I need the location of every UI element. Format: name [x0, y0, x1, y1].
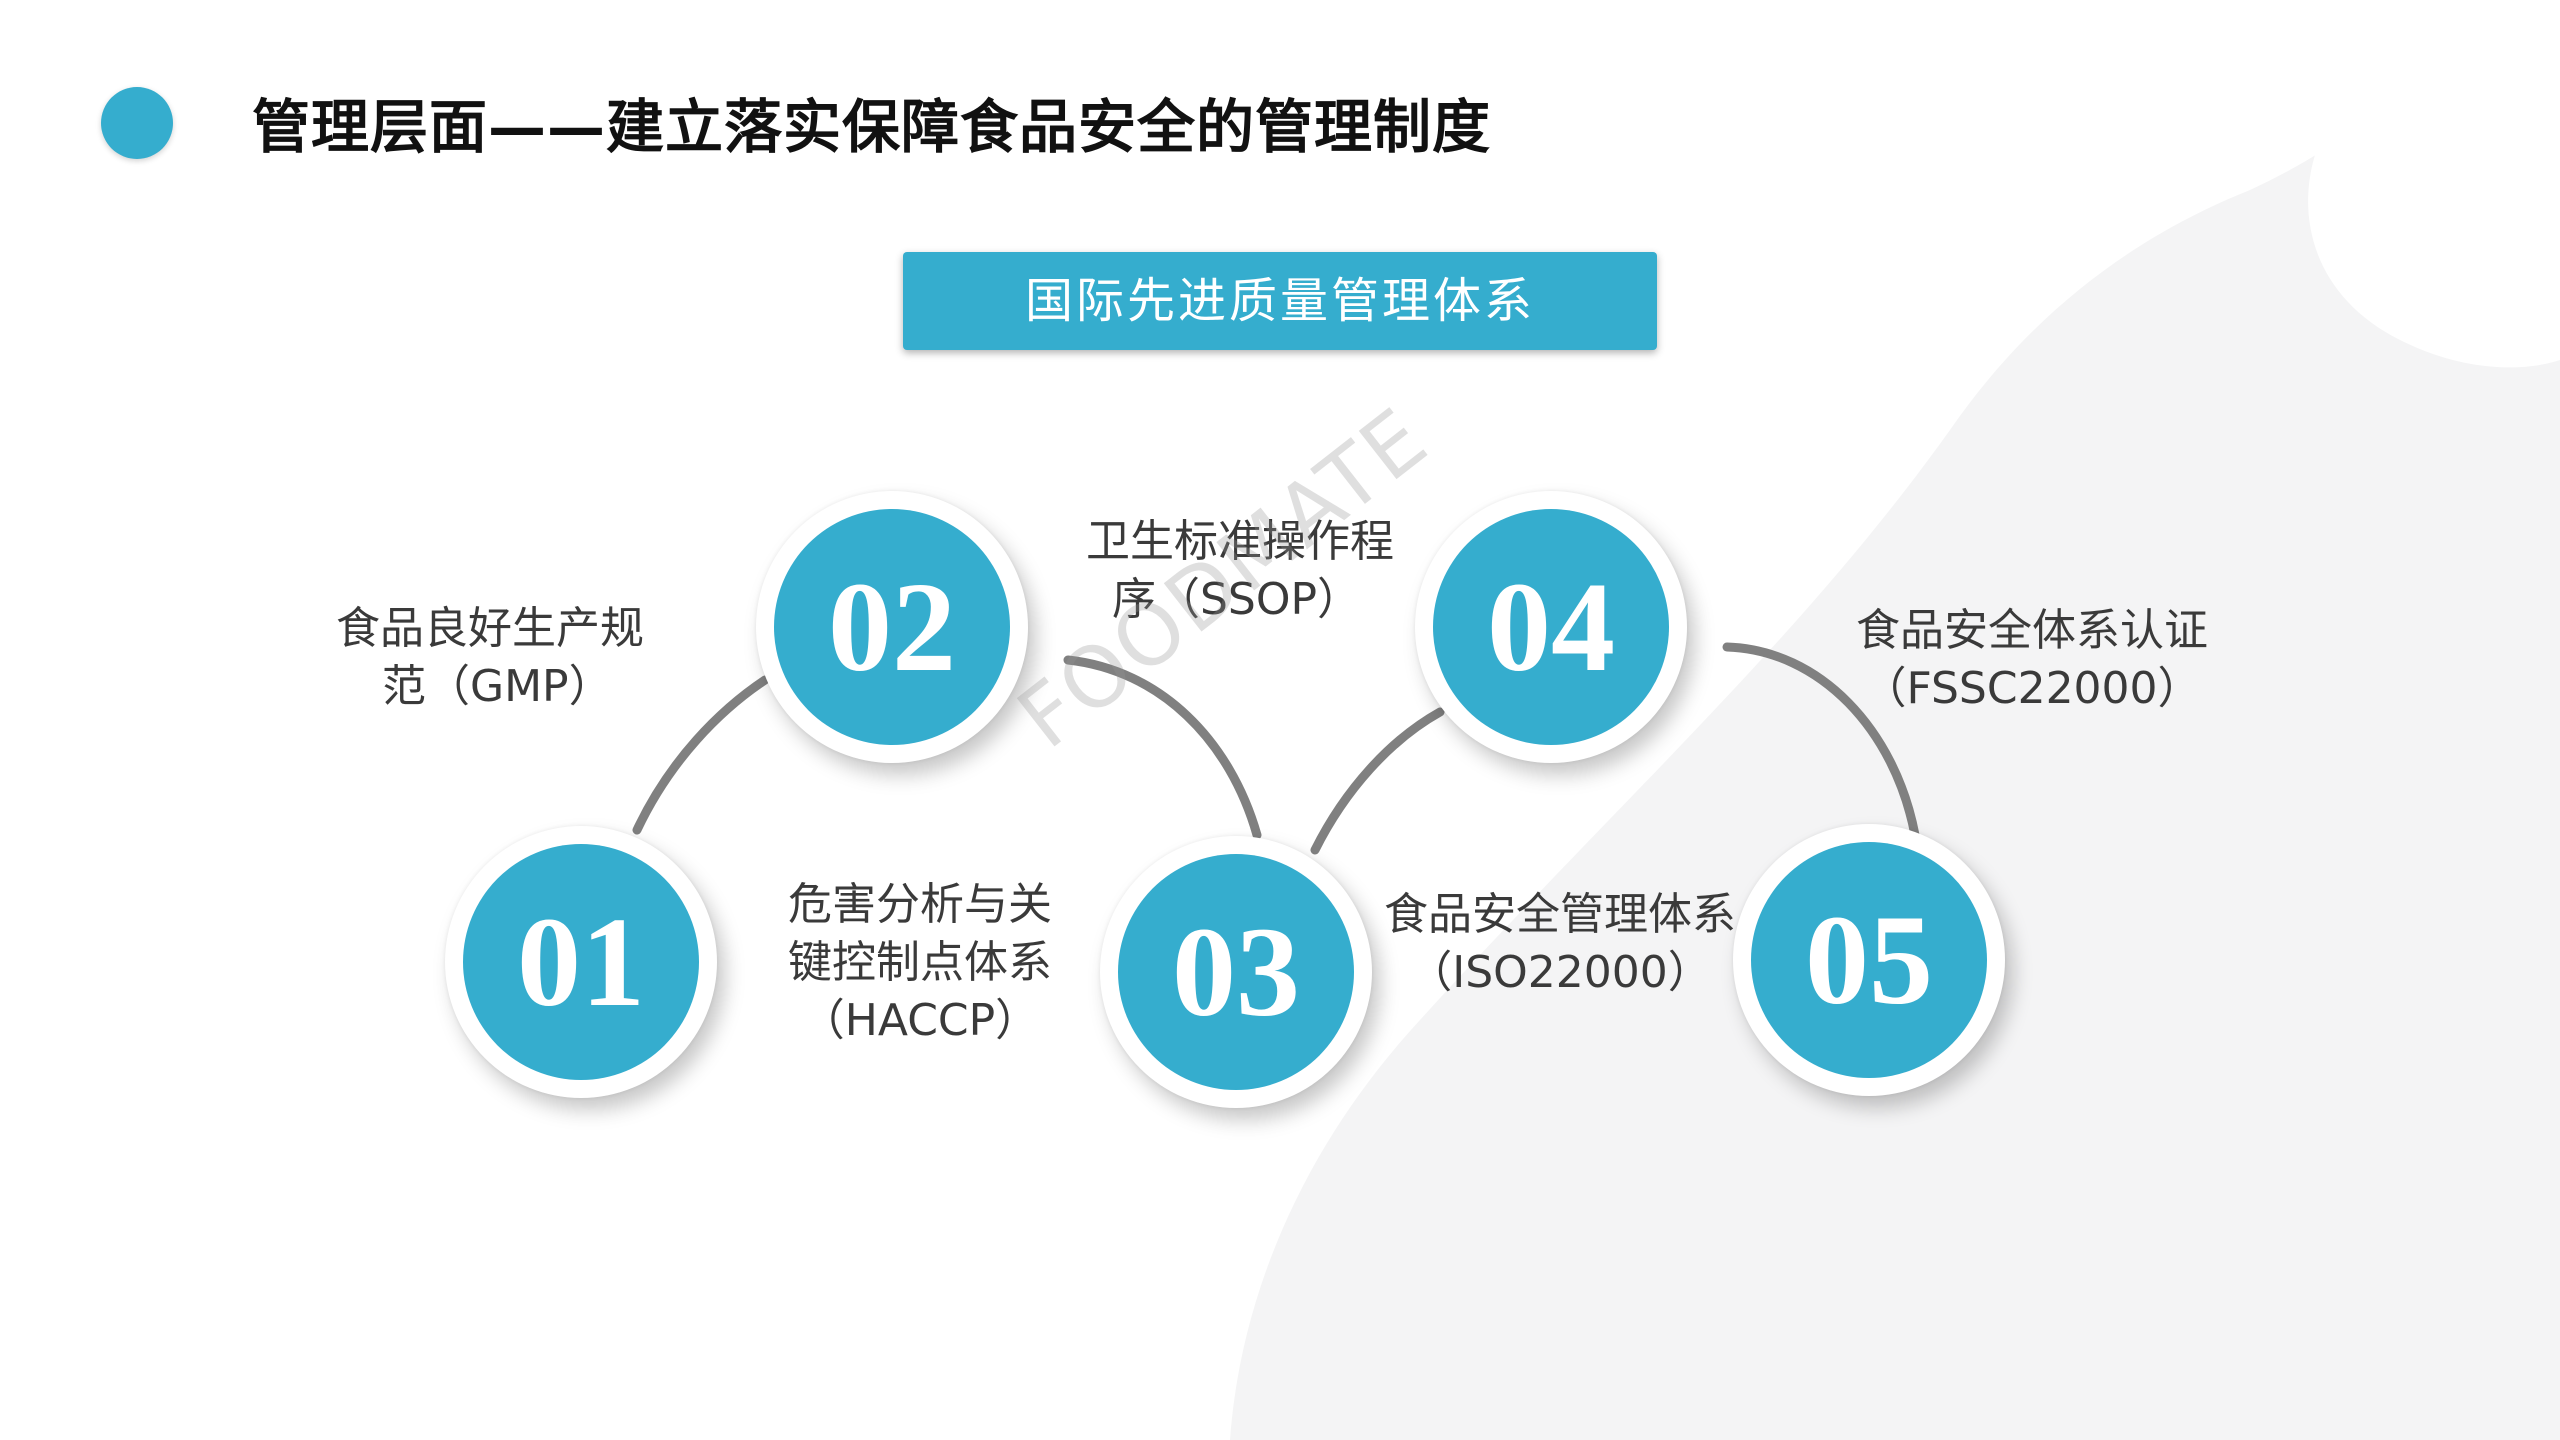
step-disc-01: 01	[463, 844, 699, 1080]
step-number-01: 01	[517, 891, 645, 1033]
connector-03-04	[1310, 707, 1445, 855]
label-line: （FSSC22000）	[1862, 663, 2202, 714]
step-label-ssop: 卫生标准操作程 序（SSOP）	[1060, 513, 1420, 629]
label-line: 食品良好生产规	[336, 603, 644, 654]
label-line: 范（GMP）	[382, 661, 613, 712]
step-number-02: 02	[828, 556, 956, 698]
label-line: 食品安全体系认证	[1856, 605, 2208, 656]
step-label-iso22000: 食品安全管理体系 （ISO22000）	[1360, 886, 1760, 1002]
label-line: 食品安全管理体系	[1384, 889, 1736, 940]
step-circle-04: 04	[1415, 491, 1687, 763]
system-banner: 国际先进质量管理体系	[903, 252, 1657, 350]
connector-02-03	[1063, 655, 1262, 840]
step-circle-03: 03	[1100, 836, 1372, 1108]
step-disc-05: 05	[1751, 842, 1987, 1078]
label-line: 键控制点体系	[788, 937, 1052, 988]
step-circle-05: 05	[1733, 824, 2005, 1096]
connector-04-05	[1722, 642, 1920, 840]
label-line: 危害分析与关	[788, 879, 1052, 930]
step-circle-01: 01	[445, 826, 717, 1098]
step-number-05: 05	[1805, 889, 1933, 1031]
step-disc-04: 04	[1433, 509, 1669, 745]
title-bullet-dot	[101, 87, 173, 159]
step-label-fssc22000: 食品安全体系认证 （FSSC22000）	[1832, 602, 2232, 718]
connector-01-02	[632, 675, 770, 835]
step-disc-02: 02	[774, 509, 1010, 745]
step-number-04: 04	[1487, 556, 1615, 698]
step-label-gmp: 食品良好生产规 范（GMP）	[310, 600, 670, 716]
step-disc-03: 03	[1118, 854, 1354, 1090]
step-label-haccp: 危害分析与关 键控制点体系 （HACCP）	[760, 876, 1080, 1050]
label-line: （ISO22000）	[1408, 947, 1712, 998]
label-line: 序（SSOP）	[1112, 574, 1362, 625]
label-line: 卫生标准操作程	[1086, 516, 1394, 567]
page-title: 管理层面——建立落实保障食品安全的管理制度	[252, 93, 1492, 161]
label-line: （HACCP）	[800, 995, 1040, 1046]
step-circle-02: 02	[756, 491, 1028, 763]
step-number-03: 03	[1172, 901, 1300, 1043]
